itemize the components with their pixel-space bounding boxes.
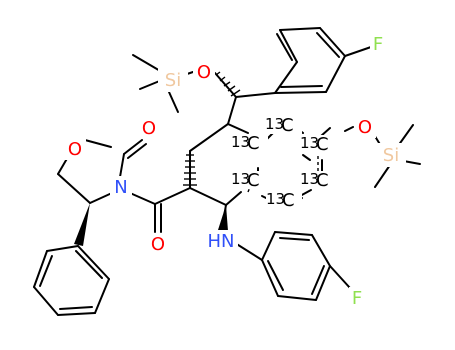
carbon-c-label: C — [316, 134, 329, 155]
nitrogen-oxazolidinone-label: N — [114, 177, 127, 198]
isotope-labels: 13 C 13 C 13 C 13 C 13 C 13 C — [231, 115, 336, 211]
isotope-13-label: 13 — [300, 134, 319, 152]
atom-labels: O Si F O O N O HN O Si F — [64, 33, 406, 309]
carbon-c-label: C — [281, 115, 294, 136]
carbon-c-label: C — [247, 170, 260, 191]
isotope-13-label: 13 — [266, 190, 285, 208]
oxazolidinone-carbonyl-oxygen-label: O — [142, 118, 156, 139]
carbon-c-label: C — [316, 170, 329, 191]
fluorine-label-top: F — [373, 34, 383, 55]
isotope-13-label: 13 — [231, 170, 250, 188]
oxygen-silyl-ether-label: O — [197, 62, 211, 83]
solid-wedge-phenyl — [74, 203, 90, 246]
silicon-label-1: Si — [165, 70, 181, 91]
fluorine-label-bottom: F — [352, 288, 362, 309]
isotope-13-label: 13 — [265, 115, 284, 133]
isotope-13-label: 13 — [231, 133, 250, 151]
bonds — [33, 27, 421, 316]
amine-nh-label: HN — [208, 231, 235, 252]
oxygen-silyl-ether-2-label: O — [358, 117, 372, 138]
amide-oxygen-label: O — [151, 234, 165, 255]
solid-wedge-nh — [218, 205, 228, 231]
silicon-label-2: Si — [383, 145, 399, 166]
isotope-13-label: 13 — [300, 170, 319, 188]
hashed-wedge-top — [215, 71, 241, 97]
carbon-c-label: C — [282, 190, 295, 211]
hashed-wedge-alpha — [183, 154, 197, 186]
oxazolidinone-ring-oxygen-label: O — [68, 139, 82, 160]
carbon-c-label: C — [247, 133, 260, 154]
